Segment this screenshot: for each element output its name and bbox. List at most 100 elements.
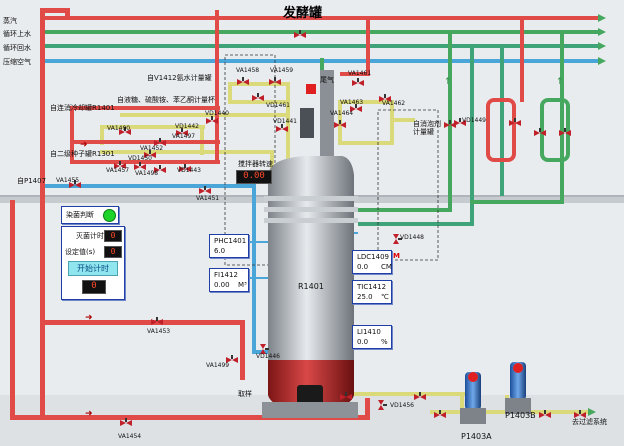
instrument-unit: ℃ xyxy=(381,293,389,301)
valve-icon[interactable] xyxy=(199,181,211,194)
instrument-name: PHC1401 xyxy=(214,237,247,245)
valve-icon[interactable] xyxy=(179,159,191,172)
timer-label: 灭菌计时(s) xyxy=(76,232,114,240)
stir-speed-value: 0.00 xyxy=(236,170,272,184)
valve-icon[interactable] xyxy=(134,157,146,170)
tank-tag: R1401 xyxy=(298,282,324,291)
valve-icon[interactable] xyxy=(414,387,426,400)
tag-VA1459: VA1459 xyxy=(270,67,294,74)
valve-icon[interactable] xyxy=(119,122,131,135)
sterilize-judge-label: 染菌判断 xyxy=(66,211,94,219)
instrument-value: 25.0 xyxy=(357,293,373,301)
valve-icon[interactable] xyxy=(294,25,306,38)
pump-b xyxy=(505,362,531,414)
valve-icon[interactable] xyxy=(276,119,288,132)
valve-icon[interactable] xyxy=(237,72,249,85)
instrument-value: 0.0 xyxy=(357,263,369,271)
valve-icon[interactable] xyxy=(434,405,446,418)
label-from-r1301: 自二级种子罐R1301 xyxy=(50,150,115,158)
alarm-marker: M xyxy=(393,252,400,260)
tag-VA1497: VA1497 xyxy=(172,133,196,140)
valve-icon[interactable] xyxy=(176,123,188,136)
tag-VD1442: VD1442 xyxy=(175,123,199,130)
tag-VA1454: VA1454 xyxy=(118,433,142,440)
valve-icon[interactable] xyxy=(154,160,166,173)
instrument-value: 0.00 xyxy=(214,281,230,289)
sterilize-status-indicator xyxy=(103,209,116,222)
sterilize-timer-panel: 灭菌计时(s) 设定值(s) 0 0 开始计时 0 xyxy=(61,226,125,300)
label-comp-air: 压缩空气 xyxy=(3,58,31,66)
instrument-unit: M³ xyxy=(238,281,247,289)
valve-icon[interactable] xyxy=(509,113,521,126)
tag-VA1453: VA1453 xyxy=(147,328,171,335)
valve-icon[interactable] xyxy=(539,405,551,418)
tag-VA1452: VA1452 xyxy=(140,145,164,152)
label-from-v1412: 自V1412氨水计量罐 xyxy=(147,74,212,82)
valve-icon[interactable] xyxy=(226,350,238,363)
valve-icon[interactable] xyxy=(257,339,269,354)
valve-icon[interactable] xyxy=(269,72,281,85)
valve-icon[interactable] xyxy=(390,229,402,244)
label-defoam: 自消泡剂 计量罐 xyxy=(413,120,441,136)
header-cw-supply-pipe xyxy=(40,28,606,36)
valve-icon[interactable] xyxy=(559,123,571,136)
steam-riser xyxy=(40,10,45,420)
start-timer-button[interactable]: 开始计时 xyxy=(68,261,118,276)
tag-VA1462: VA1462 xyxy=(382,100,406,107)
instrument-tic1412[interactable]: TIC1412 25.0 ℃ xyxy=(352,280,392,304)
timer-display: 0 xyxy=(82,280,106,294)
valve-icon[interactable] xyxy=(114,156,126,169)
tag-VA1464: VA1464 xyxy=(330,110,354,117)
label-cw-supply: 循环上水 xyxy=(3,30,31,38)
flow-arrow-up-icon: ↑ xyxy=(444,77,452,87)
label-exhaust: 尾气 xyxy=(320,76,334,84)
tag-VA1461: VA1461 xyxy=(348,70,372,77)
valve-icon[interactable] xyxy=(69,175,81,188)
valve-icon[interactable] xyxy=(334,115,346,128)
tag-VD1441: VD1441 xyxy=(273,118,297,125)
instrument-name: LI1410 xyxy=(357,328,381,336)
sterilize-judge-panel: 染菌判断 xyxy=(61,206,119,224)
valve-icon[interactable] xyxy=(144,145,156,158)
label-sample: 取样 xyxy=(238,390,252,398)
tag-VD1443: VD1443 xyxy=(177,167,201,174)
timer-set-input[interactable]: 0 xyxy=(104,246,122,258)
valve-icon[interactable] xyxy=(444,115,456,128)
valve-icon[interactable] xyxy=(352,73,364,86)
valve-icon[interactable] xyxy=(252,88,264,101)
valve-icon[interactable] xyxy=(206,111,218,124)
valve-icon[interactable] xyxy=(574,405,586,418)
valve-icon[interactable] xyxy=(154,133,166,146)
tag-VA1457: VA1457 xyxy=(106,167,130,174)
valve-icon[interactable] xyxy=(534,123,546,136)
instrument-unit: CM xyxy=(381,263,392,271)
tag-VD1449: VD1449 xyxy=(462,117,486,124)
valve-icon[interactable] xyxy=(350,99,362,112)
tag-VA1499: VA1499 xyxy=(206,362,230,369)
header-cw-return-pipe xyxy=(40,42,606,50)
label-from-r1401: 自连消冷却罐R1401 xyxy=(50,104,115,112)
valve-icon[interactable] xyxy=(379,89,391,102)
tag-VD1461: VD1461 xyxy=(266,102,290,109)
label-cw-return: 循环回水 xyxy=(3,44,31,52)
tag-VA1458: VA1458 xyxy=(236,67,260,74)
label-from-p1407: 自P1407 xyxy=(17,177,47,185)
label-steam: 蒸汽 xyxy=(3,17,17,25)
label-to-filter: 去过滤系统 xyxy=(572,418,607,426)
tag-VD1446: VD1446 xyxy=(256,353,280,360)
timer-elapsed-value: 0 xyxy=(104,230,122,242)
valve-icon[interactable] xyxy=(120,413,132,426)
valve-icon[interactable] xyxy=(340,387,352,400)
tag-VD1456: VD1456 xyxy=(390,402,414,409)
tag-VD1450: VD1450 xyxy=(128,155,152,162)
stir-speed-label: 搅拌器转速 xyxy=(238,160,273,168)
flow-arrow-icon: ➜ xyxy=(85,313,93,323)
header-air-pipe xyxy=(40,57,606,65)
instrument-name: TIC1412 xyxy=(357,283,387,291)
valve-icon[interactable] xyxy=(151,312,163,325)
valve-icon[interactable] xyxy=(375,395,387,410)
